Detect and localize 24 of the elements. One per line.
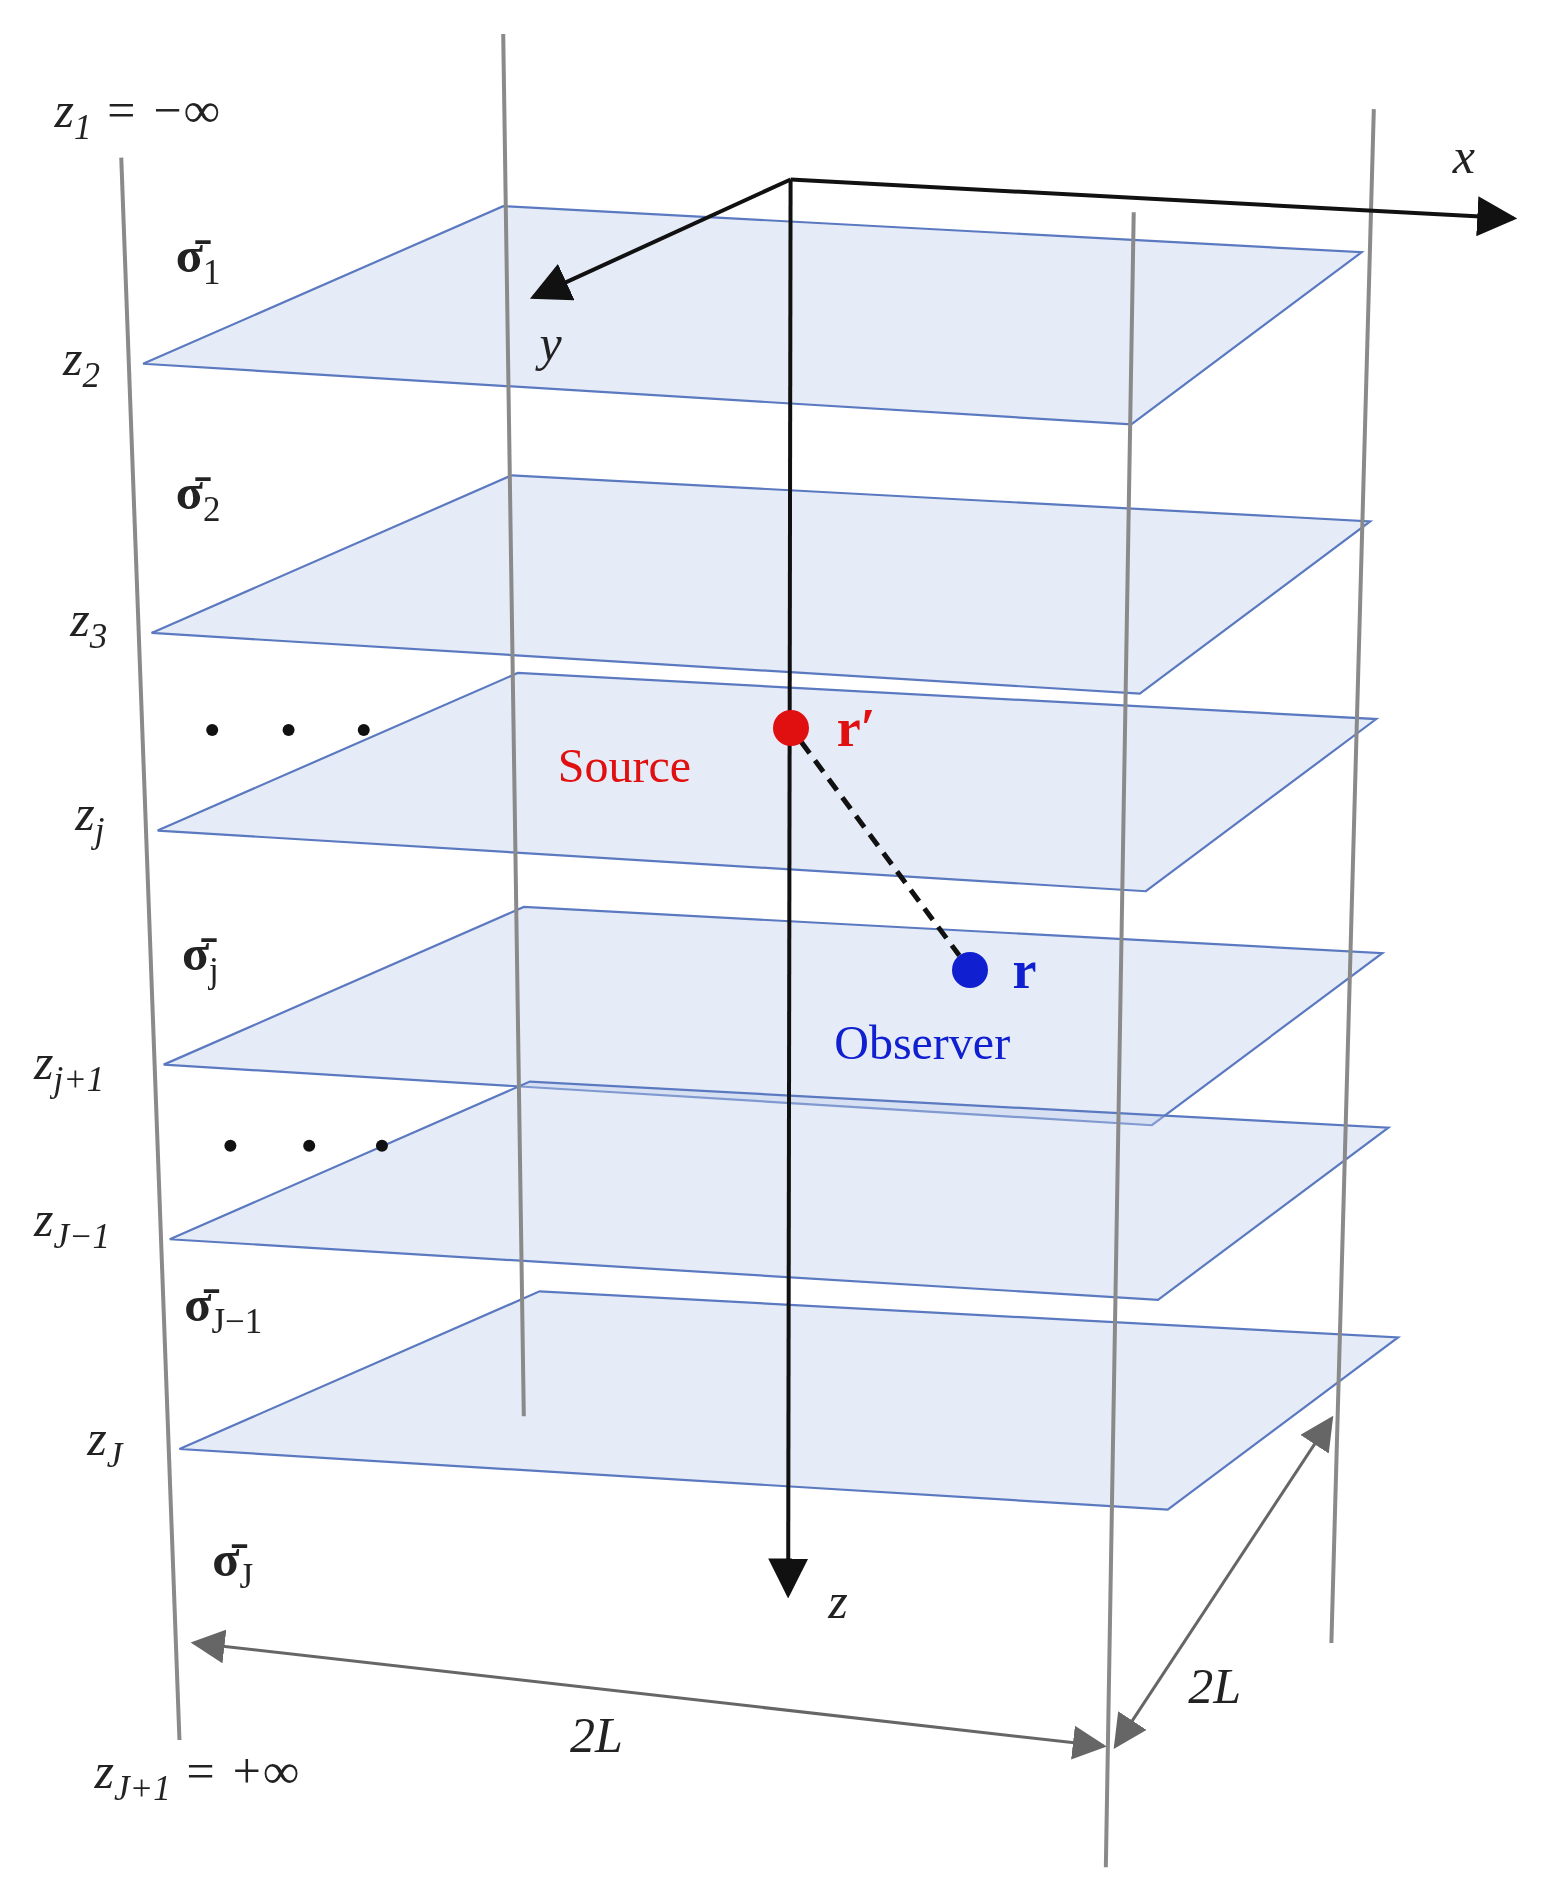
math-label: z$_{2}$	[63, 333, 100, 394]
math-label: z$_{J−1}$	[33, 1194, 111, 1255]
math-label: z	[828, 1576, 848, 1627]
math-label: z$_{j+1}$	[33, 1036, 105, 1097]
point-marker	[772, 709, 809, 746]
math-label: z$_{1}$ = −∞	[54, 84, 220, 146]
math-label: σ̄$_{J−1}$	[184, 1279, 263, 1340]
math-label: σ̄$_{2}$	[175, 466, 221, 528]
math-label: z$_{3}$	[70, 594, 108, 655]
math-label: z$_{J+1}$ = +∞	[94, 1746, 299, 1807]
point-label: Observer	[834, 1018, 1011, 1067]
math-label: 2L	[1188, 1661, 1242, 1712]
point-label: Source	[557, 742, 692, 791]
dashed-line	[799, 740, 962, 958]
point-marker	[952, 952, 989, 989]
math-label: z$_{J}$	[87, 1412, 123, 1473]
math-label: 2L	[569, 1709, 623, 1760]
math-label: z$_{j}$	[75, 788, 105, 849]
point-symbol: r	[1012, 943, 1037, 998]
math-label: σ̄$_{J}$	[212, 1533, 253, 1595]
math-label: σ̄$_{j}$	[181, 927, 219, 988]
point-symbol: r′	[836, 700, 876, 755]
math-label: x	[1452, 130, 1475, 181]
math-label: σ̄$_{1}$	[175, 230, 221, 291]
